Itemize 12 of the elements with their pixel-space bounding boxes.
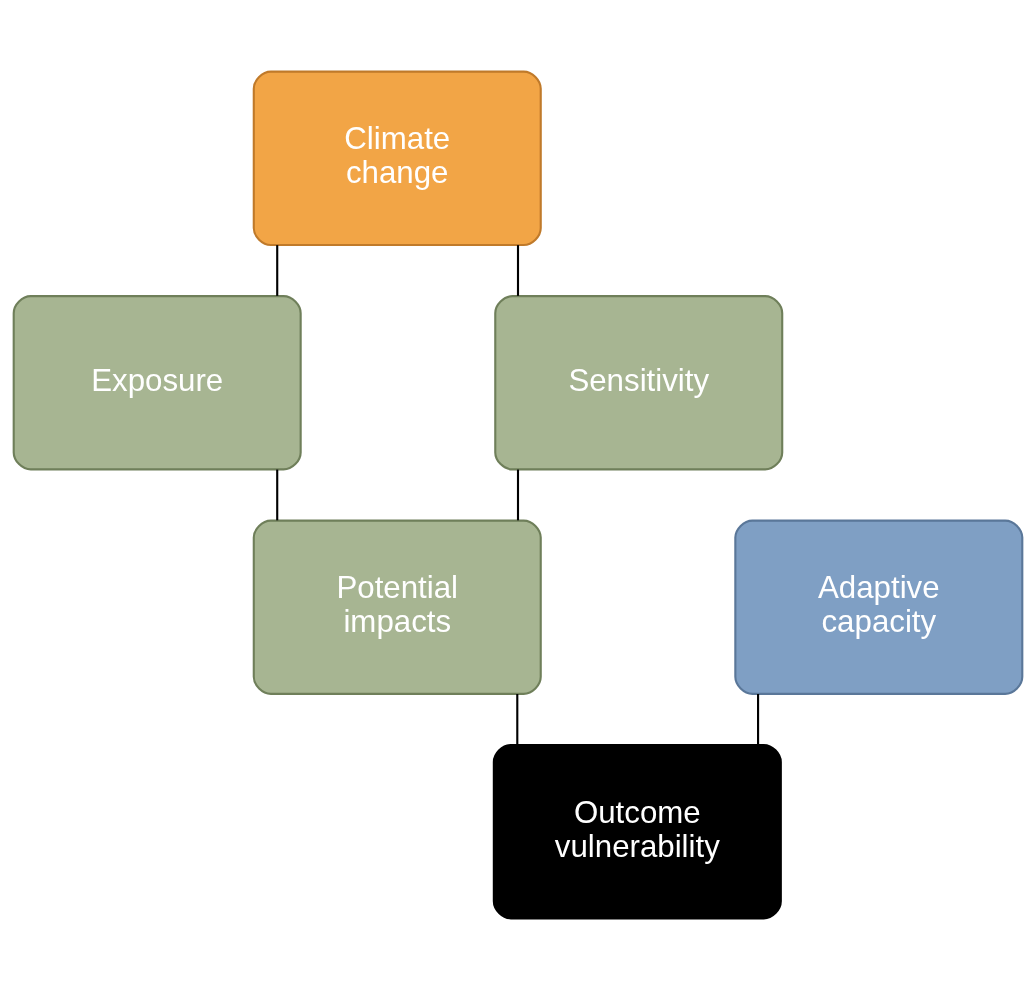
connector [516,469,520,521]
node-box: Potential impacts [252,519,542,695]
node-box: Outcome vulnerability [492,743,782,920]
connector [516,245,520,296]
connector [516,694,519,745]
connector [276,469,279,521]
node-box: Exposure [12,295,302,471]
node-box: Climate change [252,70,542,247]
node-box: Sensitivity [494,295,784,471]
node-box: Adaptive capacity [734,519,1024,695]
connector [757,694,760,745]
connector [276,245,279,296]
